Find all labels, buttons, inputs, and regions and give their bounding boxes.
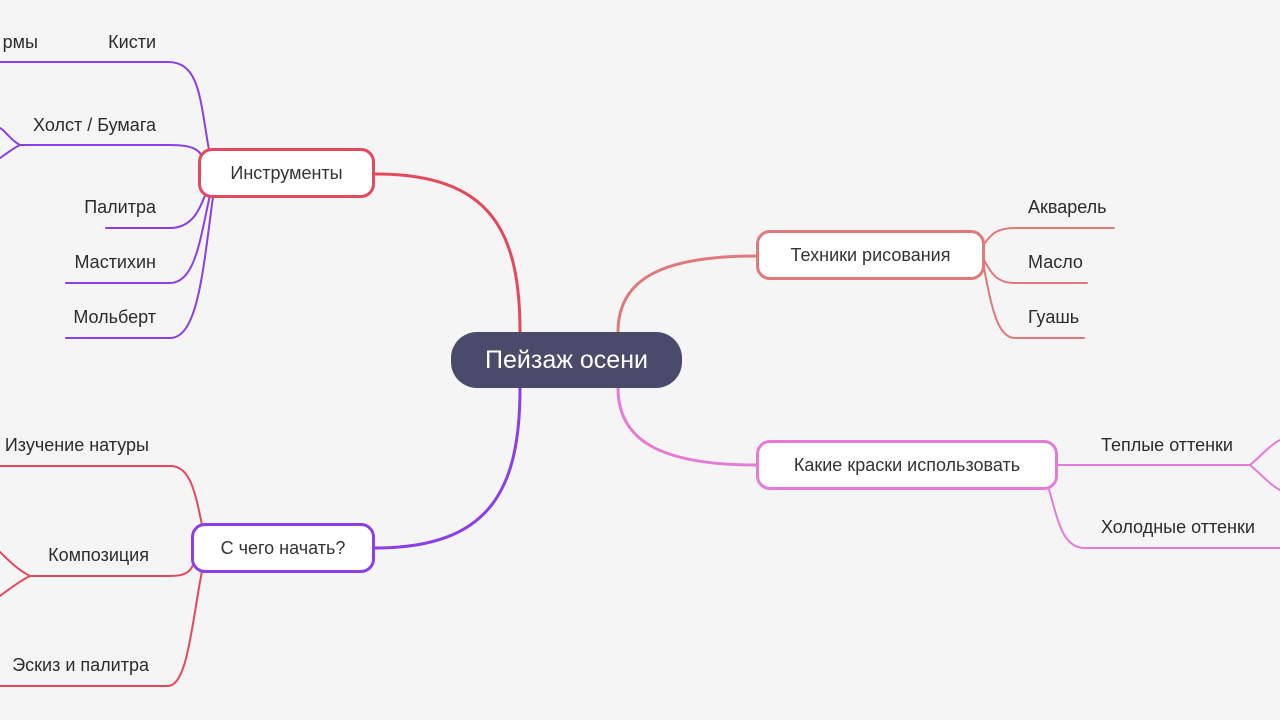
leaf-palette-knife[interactable]: Мастихин: [74, 252, 156, 272]
wire-start-sketch: [0, 565, 204, 687]
wire-tools-easel: [65, 196, 214, 339]
wire-tools-knife: [65, 194, 211, 284]
leaf-easel[interactable]: Мольберт: [73, 307, 156, 327]
wire-canvas-child-1: [0, 127, 21, 146]
leaf-palette[interactable]: Палитра: [84, 197, 156, 217]
leaf-canvas-paper[interactable]: Холст / Бумага: [33, 115, 156, 135]
wire-start-nature: [0, 465, 204, 531]
leaf-brushes[interactable]: Кисти: [108, 32, 156, 52]
wire-tech-watercolor: [983, 227, 1115, 245]
wire-warm-child-2: [1249, 464, 1280, 491]
wire-canvas-child-2: [0, 144, 21, 159]
wire-tech-oil: [983, 259, 1088, 284]
wire-root-tools: [373, 172, 522, 334]
leaf-warm-shades[interactable]: Теплые оттенки: [1101, 435, 1233, 455]
leaf-cold-shades[interactable]: Холодные оттенки: [1101, 517, 1255, 537]
leaf-oil[interactable]: Масло: [1028, 252, 1083, 272]
wire-tech-gouache: [983, 267, 1085, 339]
leaf-sketch-palette[interactable]: Эскиз и палитра: [12, 655, 149, 675]
wire-warm-child-1: [1249, 439, 1280, 466]
leaf-study-nature[interactable]: Изучение натуры: [4, 435, 149, 455]
root-topic[interactable]: Пейзаж осени: [451, 332, 682, 388]
topic-paints[interactable]: Какие краски использовать: [756, 440, 1058, 490]
wire-tools-canvas: [19, 144, 206, 163]
topic-start[interactable]: С чего начать?: [191, 523, 375, 573]
topic-tools[interactable]: Инструменты: [198, 148, 375, 198]
wire-root-start: [373, 386, 522, 550]
wire-paints-cold: [1047, 485, 1280, 549]
leaf-composition[interactable]: Композиция: [48, 545, 149, 565]
leaf-gouache[interactable]: Гуашь: [1028, 307, 1080, 327]
wire-composition-child-2: [0, 575, 31, 597]
leaf-clipped[interactable]: рмы: [2, 32, 38, 52]
wire-root-techniques: [616, 254, 758, 334]
wire-composition-child-1: [0, 551, 31, 577]
wire-root-paints: [616, 386, 758, 467]
leaf-watercolor[interactable]: Акварель: [1028, 197, 1107, 217]
topic-techniques[interactable]: Техники рисования: [756, 230, 985, 280]
wire-start-composition: [29, 564, 194, 577]
wire-tools-brushes: [0, 61, 210, 151]
